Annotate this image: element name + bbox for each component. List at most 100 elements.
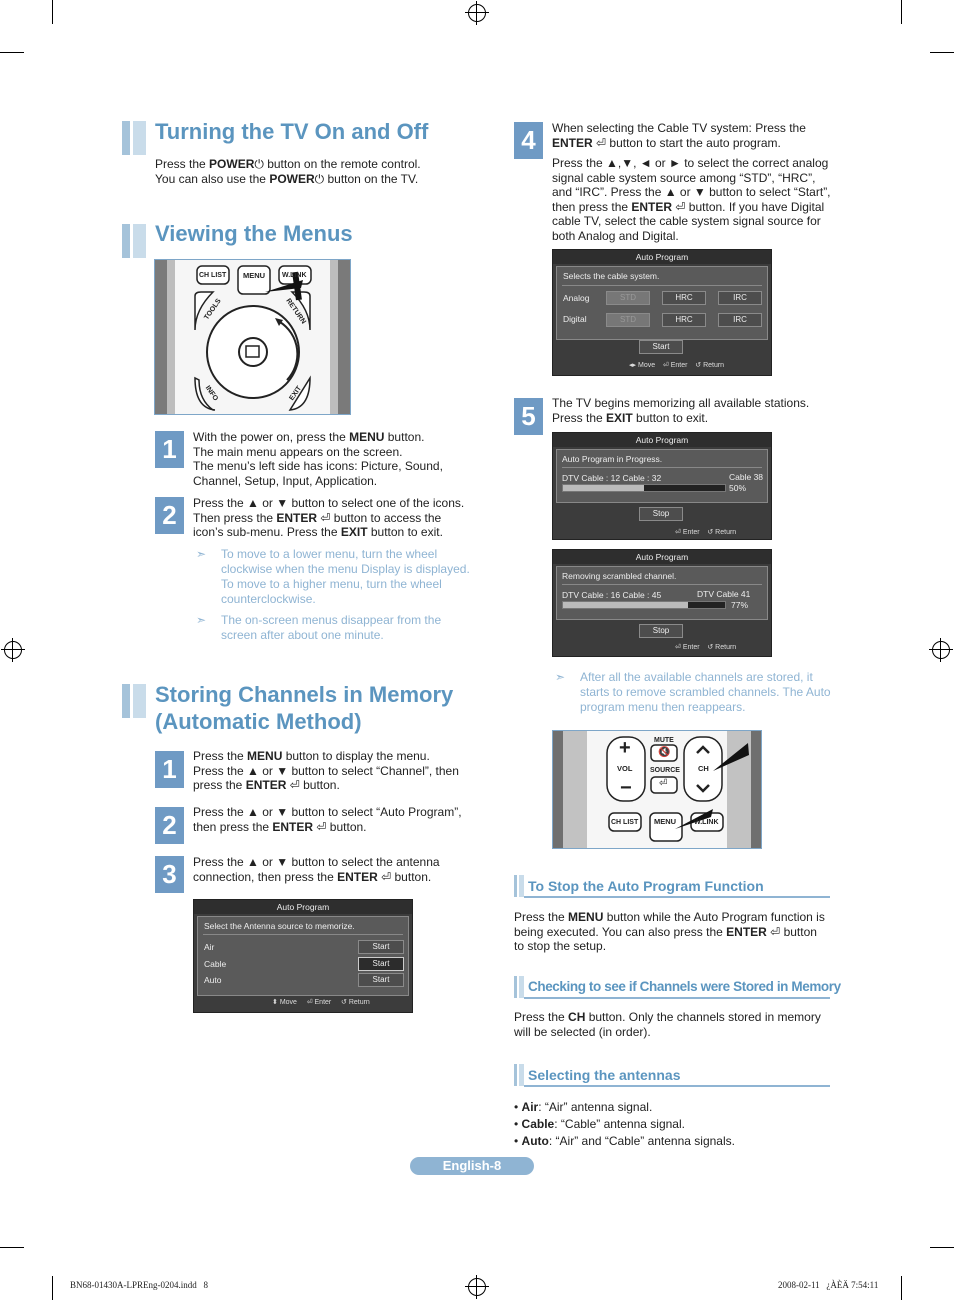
list-item: • Auto: “Air” and “Cable” antenna signal…	[514, 1134, 735, 1148]
subheading-bar	[514, 976, 524, 998]
enter-icon: ⏎	[306, 999, 313, 1006]
progress-fill	[563, 485, 644, 491]
osd-progress-2: Auto Program Removing scrambled channel.…	[552, 549, 772, 657]
viewing-note-1: ➣ To move to a lower menu, turn the whee…	[196, 547, 470, 606]
list-item: • Air: “Air” antenna signal.	[514, 1100, 653, 1114]
osd-irc-button[interactable]: IRC	[718, 291, 762, 305]
section-title-checking: Checking to see if Channels were Stored …	[528, 979, 841, 994]
return-icon: ↺	[695, 362, 702, 369]
step-number: 3	[155, 856, 184, 893]
osd-start-button[interactable]: Start	[358, 957, 404, 971]
osd-start-button[interactable]: Start	[639, 340, 683, 354]
storing-step2-text: Press the ▲ or ▼ button to select “Auto …	[193, 805, 462, 834]
progress-fill	[563, 602, 688, 608]
progress-track	[562, 601, 726, 609]
osd-footer: ⏎ Enter ↺ Return	[675, 644, 737, 651]
osd-panel: Select the Antenna source to memorize. A…	[197, 916, 409, 996]
viewing-step1-text: With the power on, press the MENU button…	[193, 430, 443, 488]
step-number: 2	[155, 807, 184, 844]
enter-icon: ⏎	[675, 529, 681, 536]
osd-title: Auto Program	[553, 550, 771, 564]
crop-mark	[0, 52, 24, 53]
enter-icon: ⏎	[289, 778, 300, 792]
section-title-turning: Turning the TV On and Off	[155, 119, 429, 144]
step-number: 4	[514, 122, 543, 159]
registration-mark-icon	[465, 1, 489, 25]
step-number: 1	[155, 751, 184, 788]
viewing-note-2: ➣ The on-screen menus disappear from the…	[196, 613, 442, 642]
remote-ch-illustration	[553, 731, 761, 848]
osd-channel-count: DTV Cable : 16 Cable : 45	[562, 590, 662, 600]
registration-mark-icon	[929, 638, 953, 662]
section-title-stop: To Stop the Auto Program Function	[528, 878, 764, 894]
storing-step3-text: Press the ▲ or ▼ button to select the an…	[193, 855, 440, 884]
step-number: 5	[514, 398, 543, 435]
remote-chlist-label: CH LIST	[199, 272, 227, 279]
power-icon: ⏻	[314, 171, 325, 186]
osd-hrc-button[interactable]: HRC	[662, 313, 706, 327]
step4-text: When selecting the Cable TV system: Pres…	[552, 121, 831, 243]
osd-hrc-button[interactable]: HRC	[662, 291, 706, 305]
osd-row-label: Auto	[204, 975, 222, 985]
source-icon: ⏎	[659, 778, 668, 789]
osd-panel: Removing scrambled channel. DTV Cable : …	[556, 566, 768, 620]
osd-title: Auto Program	[194, 900, 412, 914]
osd-panel: Selects the cable system. Analog STD HRC…	[556, 266, 768, 340]
osd-irc-button[interactable]: IRC	[718, 313, 762, 327]
osd-current-channel: DTV Cable 41	[697, 589, 751, 599]
osd-channel-count: DTV Cable : 12 Cable : 32	[562, 473, 662, 483]
osd-status: Removing scrambled channel.	[562, 571, 677, 581]
osd-percent: 77%	[731, 600, 749, 610]
enter-icon: ⏎	[320, 510, 331, 525]
return-icon: ↺	[707, 529, 714, 536]
section-title-storing: Storing Channels in Memory (Automatic Me…	[155, 682, 454, 734]
osd-row-label: Cable	[204, 959, 227, 969]
crop-mark	[901, 1276, 902, 1300]
remote-wheel-illustration	[155, 260, 350, 414]
osd-percent: 50%	[729, 483, 747, 493]
osd-footer: ◂▸ Move ⏎ Enter ↺ Return	[629, 362, 725, 369]
osd-start-button[interactable]: Start	[358, 940, 404, 954]
crop-mark	[930, 52, 954, 53]
return-icon: ↺	[340, 999, 347, 1006]
osd-status: Auto Program in Progress.	[562, 454, 663, 464]
osd-current-channel: Cable 38	[729, 472, 764, 482]
power-icon: ⏻	[254, 157, 264, 171]
enter-icon: ⏎	[675, 644, 681, 651]
osd-start-button[interactable]: Start	[358, 973, 404, 987]
remote-menu-label: MENU	[243, 271, 266, 280]
step5-note: ➣ After all the available channels are s…	[555, 670, 831, 714]
file-name: BN68-01430A-LPREng-0204.indd 8	[70, 1280, 208, 1290]
section-title-viewing: Viewing the Menus	[155, 221, 353, 246]
note-arrow-icon: ➣	[196, 613, 207, 627]
osd-title: Auto Program	[553, 433, 771, 447]
osd-subtitle: Select the Antenna source to memorize.	[204, 921, 355, 931]
mute-icon: 🔇	[658, 747, 671, 758]
osd-title: Auto Program	[553, 250, 771, 264]
heading-bar	[122, 684, 146, 718]
registration-mark-icon	[465, 1275, 489, 1299]
plus-icon: +	[619, 737, 631, 759]
osd-stop-button[interactable]: Stop	[639, 624, 683, 638]
osd-std-button[interactable]: STD	[606, 291, 650, 305]
osd-std-button[interactable]: STD	[606, 313, 650, 327]
osd-row-label: Air	[204, 942, 215, 952]
remote-menu-label: MENU	[654, 817, 677, 826]
turning-text: Press the POWER⏻ button on the remote co…	[155, 157, 421, 186]
remote-source-label: SOURCE	[650, 767, 680, 774]
crop-mark	[901, 0, 902, 24]
remote-wheel-image: CH LIST MENU W.LINK TOOLS RETURN INFO EX…	[154, 259, 351, 415]
remote-ch-image: + VOL − MUTE 🔇 SOURCE ⏎ CH CH LIST MENU …	[552, 730, 762, 849]
page-number: English-8	[442, 1158, 502, 1173]
osd-progress-1: Auto Program Auto Program in Progress. D…	[552, 432, 772, 540]
enter-icon: ⏎	[770, 924, 781, 939]
progress-track	[562, 484, 726, 492]
subheading-line	[524, 997, 830, 999]
osd-digital-label: Digital	[563, 314, 587, 324]
step5-text: The TV begins memorizing all available s…	[552, 396, 810, 425]
osd-stop-button[interactable]: Stop	[639, 507, 683, 521]
page-number-badge: English-8	[410, 1157, 534, 1175]
antenna-list: • Air: “Air” antenna signal. • Cable: “C…	[514, 1099, 834, 1150]
timestamp: 2008-02-11 ¿ÀÈÄ 7:54:11	[778, 1280, 879, 1290]
note-arrow-icon: ➣	[555, 670, 566, 684]
